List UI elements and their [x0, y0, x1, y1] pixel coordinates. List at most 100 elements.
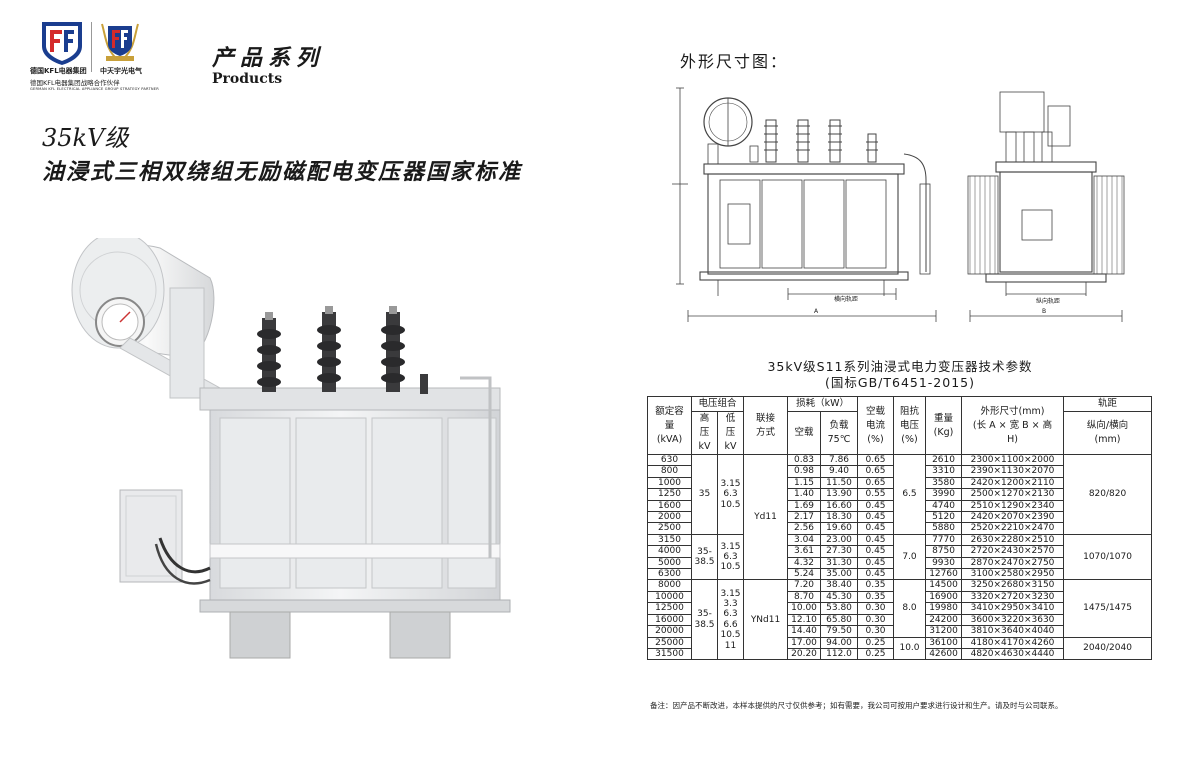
cell-noload-current: 0.45 [857, 511, 895, 524]
cell-capacity: 2000 [647, 511, 692, 524]
cell-capacity: 4000 [647, 545, 692, 558]
table-subtitle: (国标GB/T6451-2015) [825, 375, 975, 390]
logo-separator [91, 22, 92, 72]
cell-dimensions: 2520×2210×2470 [961, 522, 1065, 535]
cell-dimensions: 2300×1100×2000 [961, 453, 1065, 467]
cell-noload-loss: 0.83 [787, 453, 822, 467]
header-weight: 重量(Kg) [925, 396, 963, 455]
cell-connection: Yd11 [743, 453, 789, 581]
cell-weight: 14500 [925, 579, 963, 592]
cell-noload-current: 0.65 [857, 476, 895, 490]
table-title: 35kV级S11系列油浸式电力变压器技术参数 [767, 359, 1033, 374]
footnote: 备注：因产品不断改进，本样本提供的尺寸仅供参考；如有需要，我公司可按用户要求进行… [650, 701, 1063, 710]
cell-gauge: 820/820 [1063, 454, 1153, 535]
cell-gauge: 1070/1070 [1063, 533, 1153, 581]
cell-weight: 7770 [925, 533, 963, 547]
cell-weight: 12760 [925, 568, 963, 581]
cell-noload-current: 0.25 [857, 636, 895, 649]
cell-noload-loss: 8.70 [787, 590, 822, 604]
cell-hv: 35-38.5 [691, 579, 718, 661]
cell-weight: 9930 [925, 556, 963, 570]
cell-load-loss: 79.50 [820, 625, 859, 638]
cell-load-loss: 53.80 [820, 602, 859, 615]
cell-dimensions: 2390×1130×2070 [961, 465, 1065, 478]
cell-lv: 3.15 6.3 10.5 [716, 533, 745, 581]
kfl-logo [38, 20, 86, 66]
cell-noload-current: 0.45 [857, 545, 895, 558]
header-connection: 联接方式 [743, 396, 789, 455]
cell-load-loss: 11.50 [820, 476, 859, 490]
cell-weight: 19980 [925, 602, 963, 615]
cell-dimensions: 2420×2070×2390 [961, 511, 1065, 524]
cell-capacity: 25000 [647, 636, 692, 649]
front-dim-a: A [814, 308, 819, 315]
cell-noload-loss: 1.15 [787, 476, 822, 490]
cell-noload-loss: 4.32 [787, 556, 822, 570]
cell-noload-current: 0.55 [857, 488, 895, 501]
cell-noload-current: 0.45 [857, 522, 895, 535]
cell-gauge: 1475/1475 [1063, 579, 1153, 638]
cell-noload-loss: 1.40 [787, 488, 822, 501]
page-title-line2: 油浸式三相双绕组无励磁配电变压器国家标准 [42, 159, 523, 185]
cell-noload-current: 0.30 [857, 625, 895, 638]
cell-capacity: 3150 [647, 533, 692, 547]
front-rail-label: 横向轨距 [834, 296, 859, 303]
cell-dimensions: 2720×2430×2570 [961, 545, 1065, 558]
cell-capacity: 12500 [647, 602, 692, 615]
side-elevation-drawing: 纵向轨距 B [966, 84, 1126, 324]
header-noload-current: 空载电流(%) [857, 396, 895, 455]
brand-caption-right: 中天宇光电气 [100, 67, 142, 75]
cell-noload-loss: 17.00 [787, 636, 822, 649]
cell-dimensions: 3320×2720×3230 [961, 590, 1065, 604]
cell-weight: 36100 [925, 636, 963, 649]
cell-noload-current: 0.45 [857, 568, 895, 581]
cell-noload-current: 0.45 [857, 499, 895, 513]
cell-weight: 42600 [925, 647, 963, 661]
cell-weight: 16900 [925, 590, 963, 604]
cell-noload-current: 0.30 [857, 602, 895, 615]
cell-noload-loss: 3.04 [787, 533, 822, 547]
cell-dimensions: 3410×2950×3410 [961, 602, 1065, 615]
cell-capacity: 16000 [647, 613, 692, 627]
cell-dimensions: 4180×4170×4260 [961, 636, 1065, 649]
cell-dimensions: 3600×3220×3630 [961, 613, 1065, 627]
header-impedance: 阻抗电压(%) [893, 396, 927, 455]
cell-noload-loss: 2.17 [787, 511, 822, 524]
brand-caption-partner-en: GERMAN KFL ELECTRICAL APPLIANCE GROUP ST… [30, 87, 159, 91]
cell-load-loss: 13.90 [820, 488, 859, 501]
cell-capacity: 800 [647, 465, 692, 478]
cell-dimensions: 2420×1200×2110 [961, 476, 1065, 490]
cell-noload-loss: 12.10 [787, 613, 822, 627]
header-voltage-group: 电压组合 [690, 396, 745, 412]
cell-noload-loss: 1.69 [787, 499, 822, 513]
cell-gauge: 2040/2040 [1063, 636, 1153, 661]
cell-noload-current: 0.35 [857, 590, 895, 604]
cell-weight: 24200 [925, 613, 963, 627]
cell-noload-current: 0.30 [857, 613, 895, 627]
partner-logo [98, 20, 142, 66]
cell-connection: YNd11 [743, 579, 789, 661]
header-loss-group: 损耗（kW） [787, 396, 859, 412]
cell-capacity: 2500 [647, 522, 692, 535]
cell-noload-current: 0.45 [857, 556, 895, 570]
side-rail-label: 纵向轨距 [1036, 298, 1061, 305]
cell-dimensions: 2500×1270×2130 [961, 488, 1065, 501]
section-title-en: Products [212, 71, 283, 87]
cell-noload-loss: 0.98 [787, 465, 822, 478]
cell-weight: 3580 [925, 476, 963, 490]
cell-weight: 5120 [925, 511, 963, 524]
cell-lv: 3.15 6.3 10.5 [716, 454, 745, 535]
cell-noload-loss: 2.56 [787, 522, 822, 535]
header-capacity: 额定容量(kVA) [647, 396, 692, 455]
